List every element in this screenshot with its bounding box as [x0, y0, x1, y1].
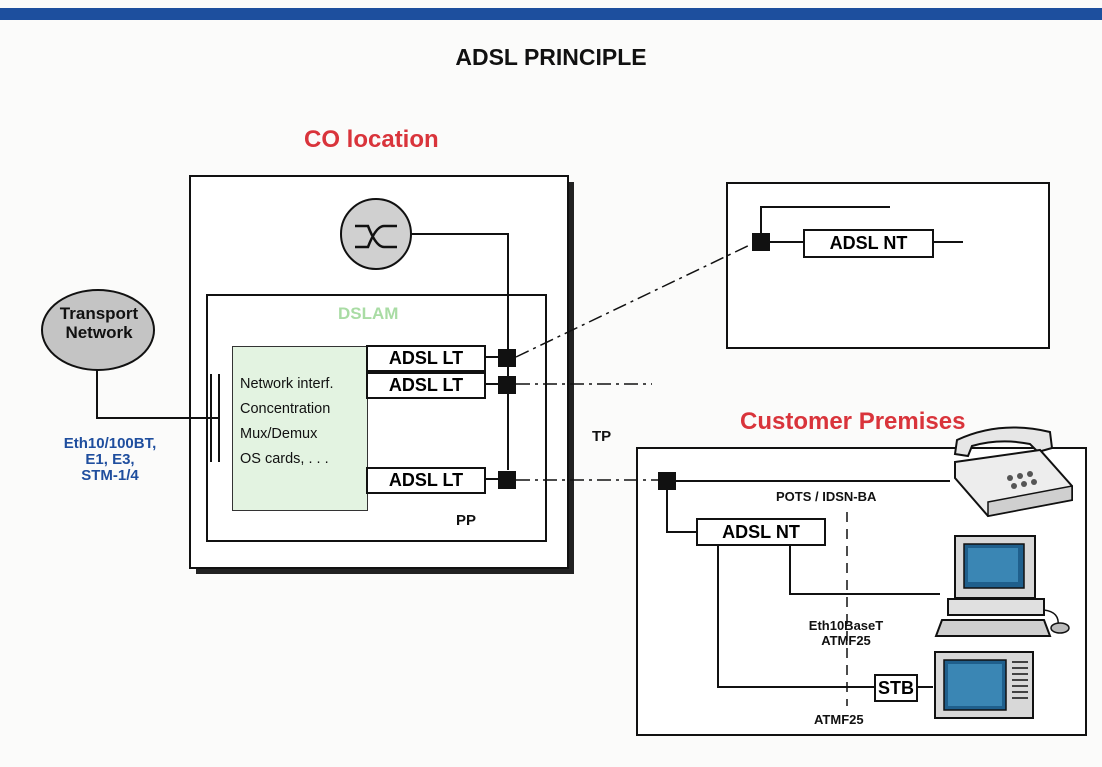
- card-line-4: OS cards, . . .: [240, 451, 329, 467]
- splitter-2: [498, 376, 516, 394]
- telephone-icon: [953, 426, 1073, 518]
- line-card-panel: [232, 346, 368, 511]
- transport-interfaces: Eth10/100BT, E1, E3, STM-1/4: [44, 436, 176, 484]
- pots-label: POTS / IDSN-BA: [776, 489, 877, 504]
- eth-label-line2: ATMF25: [821, 633, 871, 648]
- customer-premises-heading: Customer Premises: [740, 408, 966, 435]
- co-location-heading: CO location: [304, 126, 439, 153]
- transport-link: [96, 370, 218, 419]
- transport-label-line1: Transport: [59, 304, 139, 323]
- interface-line-2: E1, E3,: [85, 451, 135, 468]
- adsl-lt-box-2: ADSL LT: [366, 372, 486, 399]
- top-bar: [0, 8, 1102, 20]
- remote-splitter: [752, 233, 770, 251]
- switch-icon: [340, 198, 412, 270]
- computer-icon: [934, 535, 1070, 637]
- eth-label-line1: Eth10BaseT: [808, 618, 884, 633]
- adsl-lt-box-1: ADSL LT: [366, 345, 486, 372]
- tp-label: TP: [592, 428, 612, 445]
- card-line-3: Mux/Demux: [240, 426, 318, 442]
- line-card-text: Network interf. Concentration Mux/Demux …: [240, 372, 333, 472]
- interface-line-3: STM-1/4: [81, 467, 139, 484]
- transport-network-label: Transport Network: [43, 304, 155, 342]
- card-line-1: Network interf.: [240, 376, 334, 392]
- eth-label: Eth10BaseT ATMF25: [800, 618, 892, 648]
- dslam-label: DSLAM: [338, 304, 399, 323]
- card-line-2: Concentration: [240, 401, 331, 417]
- line-to-remote: [515, 241, 757, 358]
- splitter-1: [498, 349, 516, 367]
- tv-icon: [934, 651, 1034, 719]
- adsl-lt-box-3: ADSL LT: [366, 467, 486, 494]
- customer-adsl-nt-box: ADSL NT: [696, 518, 826, 546]
- remote-adsl-nt-box: ADSL NT: [803, 229, 934, 258]
- atmf25-label: ATMF25: [814, 712, 864, 727]
- customer-splitter: [658, 472, 676, 490]
- interface-line-1: Eth10/100BT,: [63, 435, 157, 452]
- page-title: ADSL PRINCIPLE: [455, 44, 647, 70]
- pp-label: PP: [456, 512, 477, 529]
- remote-site-box: [726, 182, 1050, 349]
- stb-box: STB: [874, 674, 918, 702]
- transport-label-line2: Network: [65, 323, 133, 342]
- splitter-3: [498, 471, 516, 489]
- switch-symbol-icon: [355, 224, 397, 249]
